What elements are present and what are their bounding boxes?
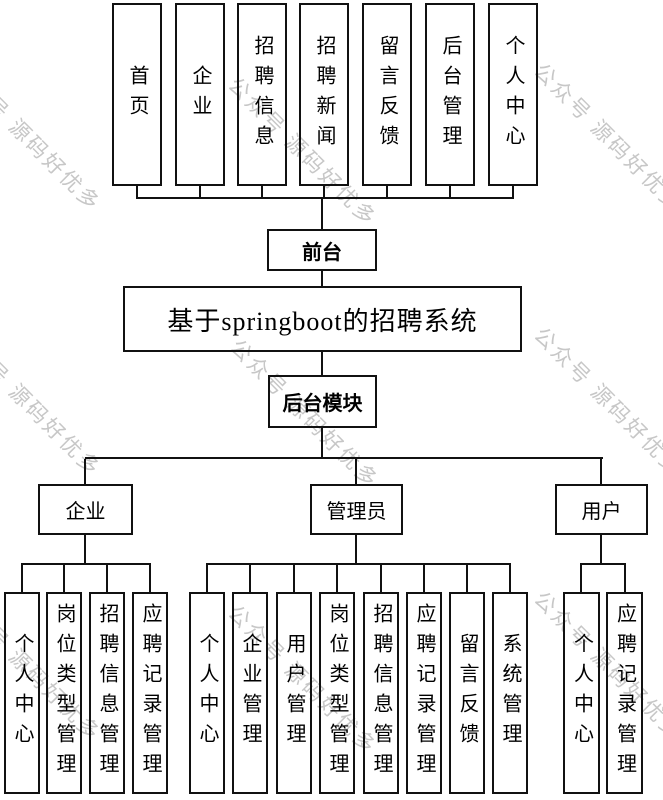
role-enterprise-label: 企业 xyxy=(65,501,106,523)
role-user: 用户 xyxy=(555,484,648,535)
enterprise-child-application-record-mgmt: 应聘记录管理 xyxy=(132,592,168,794)
role-admin: 管理员 xyxy=(310,484,403,535)
watermark: 公众号 源码好优多 xyxy=(529,58,663,218)
user-child-personal-center-label: 个人中心 xyxy=(570,633,593,753)
admin-child-personal-center: 个人中心 xyxy=(189,592,225,794)
admin-child-application-record-mgmt-label: 应聘记录管理 xyxy=(413,603,435,783)
connector-line xyxy=(21,565,23,592)
connector-line xyxy=(600,535,602,565)
admin-child-feedback: 留言反馈 xyxy=(449,592,485,794)
front-module-recruit-news: 招聘新闻 xyxy=(299,3,349,186)
enterprise-child-personal-center: 个人中心 xyxy=(4,592,40,794)
connector-line xyxy=(249,565,251,592)
user-child-application-record-mgmt-label: 应聘记录管理 xyxy=(613,603,636,783)
front-module-personal-center: 个人中心 xyxy=(488,3,538,186)
front-module-enterprise-label: 企业 xyxy=(189,64,211,125)
system-title-label: 基于springboot的招聘系统 xyxy=(167,306,478,336)
connector-bus-front xyxy=(136,197,514,199)
connector-line xyxy=(580,565,582,592)
admin-child-application-record-mgmt: 应聘记录管理 xyxy=(406,592,442,794)
enterprise-child-recruit-info-mgmt: 招聘信息管理 xyxy=(89,592,125,794)
connector-line xyxy=(509,565,511,592)
role-user-label: 用户 xyxy=(581,501,622,523)
admin-child-system-mgmt: 系统管理 xyxy=(492,592,528,794)
role-admin-label: 管理员 xyxy=(326,501,387,523)
front-node: 前台 xyxy=(267,229,377,271)
admin-child-user-mgmt-label: 用户管理 xyxy=(283,633,305,753)
connector-line xyxy=(206,565,208,592)
user-child-personal-center: 个人中心 xyxy=(563,592,600,794)
connector-bus-enterprise xyxy=(21,563,151,565)
connector-line xyxy=(136,186,138,198)
connector-line xyxy=(380,565,382,592)
connector-line xyxy=(512,186,514,198)
admin-child-user-mgmt: 用户管理 xyxy=(276,592,312,794)
system-title-node: 基于springboot的招聘系统 xyxy=(123,286,522,352)
connector-line xyxy=(355,459,357,485)
enterprise-child-job-type-mgmt-label: 岗位类型管理 xyxy=(53,603,75,783)
front-module-admin-label: 后台管理 xyxy=(439,34,461,155)
connector-line xyxy=(63,565,65,592)
admin-child-system-mgmt-label: 系统管理 xyxy=(499,633,521,753)
front-module-admin: 后台管理 xyxy=(425,3,475,186)
front-module-personal-center-label: 个人中心 xyxy=(502,34,524,155)
connector-line xyxy=(336,565,338,592)
connector-line xyxy=(293,565,295,592)
connector-line xyxy=(84,459,86,485)
front-module-feedback-label: 留言反馈 xyxy=(376,34,398,155)
enterprise-child-application-record-mgmt-label: 应聘记录管理 xyxy=(139,603,161,783)
enterprise-child-job-type-mgmt: 岗位类型管理 xyxy=(46,592,82,794)
admin-child-enterprise-mgmt-label: 企业管理 xyxy=(239,633,261,753)
watermark: 公众号 源码好优多 xyxy=(0,57,106,217)
connector-line xyxy=(149,565,151,592)
connector-line xyxy=(624,565,626,592)
connector-line xyxy=(466,565,468,592)
connector-line xyxy=(84,535,86,565)
connector-line xyxy=(355,535,357,565)
connector-line xyxy=(321,352,323,376)
front-module-enterprise: 企业 xyxy=(175,3,225,186)
admin-child-job-type-mgmt-label: 岗位类型管理 xyxy=(326,603,348,783)
connector-bus-user xyxy=(580,563,626,565)
admin-child-recruit-info-mgmt: 招聘信息管理 xyxy=(363,592,399,794)
connector-line xyxy=(321,197,323,230)
admin-child-personal-center-label: 个人中心 xyxy=(196,633,218,753)
connector-line xyxy=(261,186,263,198)
connector-line xyxy=(323,186,325,198)
connector-line xyxy=(600,459,602,485)
backend-module-label: 后台模块 xyxy=(282,393,363,415)
role-enterprise: 企业 xyxy=(38,484,133,535)
connector-line xyxy=(199,186,201,198)
admin-child-feedback-label: 留言反馈 xyxy=(456,633,478,753)
connector-line xyxy=(321,271,323,287)
connector-line xyxy=(106,565,108,592)
connector-line xyxy=(321,428,323,459)
connector-line xyxy=(423,565,425,592)
admin-child-job-type-mgmt: 岗位类型管理 xyxy=(319,592,355,794)
connector-line xyxy=(449,186,451,198)
connector-line xyxy=(386,186,388,198)
admin-child-recruit-info-mgmt-label: 招聘信息管理 xyxy=(370,603,392,783)
backend-module-node: 后台模块 xyxy=(268,375,377,428)
connector-bus-admin xyxy=(206,563,511,565)
front-module-recruit-info-label: 招聘信息 xyxy=(251,34,273,155)
admin-child-enterprise-mgmt: 企业管理 xyxy=(232,592,268,794)
enterprise-child-personal-center-label: 个人中心 xyxy=(11,633,33,753)
front-module-home: 首页 xyxy=(112,3,162,186)
front-node-label: 前台 xyxy=(302,241,342,264)
front-module-recruit-info: 招聘信息 xyxy=(237,3,287,186)
connector-bus-roles xyxy=(85,457,603,459)
front-module-recruit-news-label: 招聘新闻 xyxy=(313,34,335,155)
front-module-feedback: 留言反馈 xyxy=(362,3,412,186)
front-module-home-label: 首页 xyxy=(126,64,148,125)
user-child-application-record-mgmt: 应聘记录管理 xyxy=(606,592,643,794)
enterprise-child-recruit-info-mgmt-label: 招聘信息管理 xyxy=(96,603,118,783)
